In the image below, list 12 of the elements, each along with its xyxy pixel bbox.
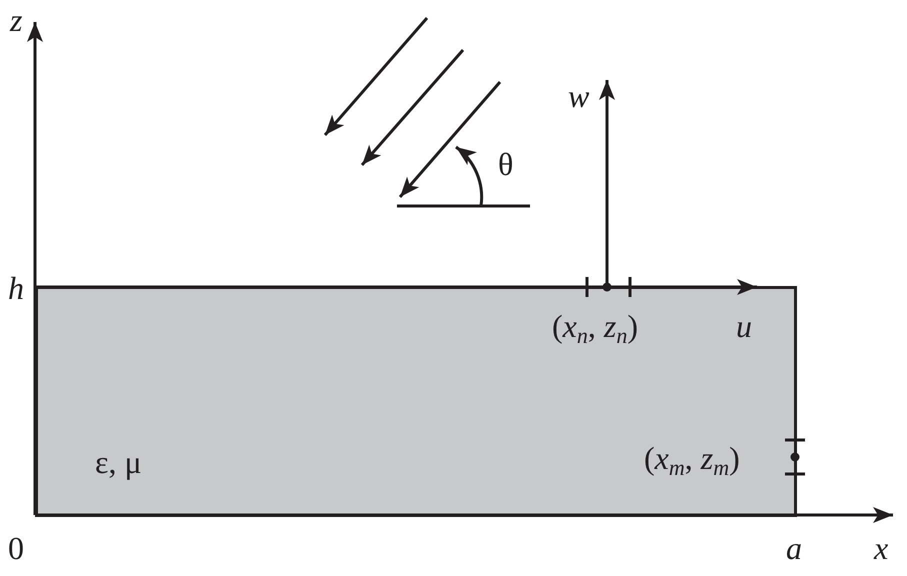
medium-region xyxy=(35,286,797,517)
material-label: ε, μ xyxy=(95,444,142,480)
axis-label: z xyxy=(10,2,22,38)
coordinate-label: (x$_{n}$, z$_{n}$) xyxy=(552,308,638,344)
origin-label: 0 xyxy=(8,530,24,566)
axis-label: x xyxy=(874,530,888,566)
axis-label: u xyxy=(736,308,752,344)
angle-label: θ xyxy=(498,146,514,182)
coordinate-label: (x$_{m}$, z$_{m}$) xyxy=(644,440,740,476)
axis-label: a xyxy=(786,530,802,566)
axis-label: w xyxy=(568,78,590,114)
axis-label: h xyxy=(8,270,24,306)
